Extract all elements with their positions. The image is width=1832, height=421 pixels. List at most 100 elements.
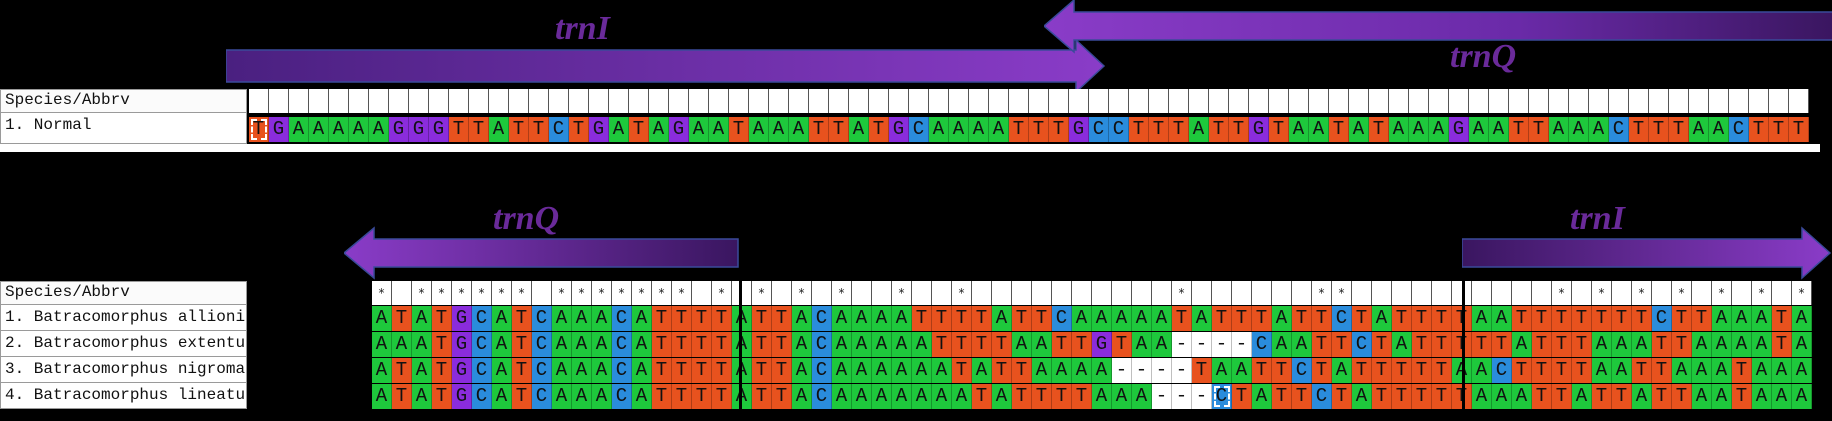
nucleotide-A[interactable]: A [932, 358, 952, 383]
nucleotide-A[interactable]: A [1289, 117, 1309, 142]
nucleotide-A[interactable]: A [1592, 358, 1612, 383]
nucleotide-T[interactable]: T [432, 332, 452, 357]
nucleotide-T[interactable]: T [1052, 332, 1072, 357]
nucleotide-T[interactable]: T [1252, 306, 1272, 331]
nucleotide-T[interactable]: T [992, 332, 1012, 357]
nucleotide-A[interactable]: A [492, 384, 512, 409]
nucleotide-T[interactable]: T [432, 306, 452, 331]
nucleotide-G[interactable]: G [1449, 117, 1469, 142]
nucleotide-T[interactable]: T [1772, 332, 1792, 357]
nucleotide-T[interactable]: T [692, 358, 712, 383]
nucleotide-T[interactable]: T [1372, 358, 1392, 383]
nucleotide-C[interactable]: C [1252, 332, 1272, 357]
nucleotide-A[interactable]: A [892, 384, 912, 409]
nucleotide-T[interactable]: T [1392, 384, 1412, 409]
nucleotide-A[interactable]: A [1469, 117, 1489, 142]
nucleotide-T[interactable]: T [652, 332, 672, 357]
nucleotide-A[interactable]: A [552, 384, 572, 409]
nucleotide-A[interactable]: A [1792, 306, 1812, 331]
nucleotide-T[interactable]: T [1592, 306, 1612, 331]
nucleotide-A[interactable]: A [1592, 332, 1612, 357]
nucleotide-C[interactable]: C [472, 384, 492, 409]
nucleotide-T[interactable]: T [1652, 332, 1672, 357]
nucleotide-T[interactable]: T [952, 358, 972, 383]
nucleotide-T[interactable]: T [1432, 332, 1452, 357]
nucleotide-T[interactable]: T [1352, 358, 1372, 383]
nucleotide-T[interactable]: T [1672, 306, 1692, 331]
nucleotide-T[interactable]: T [1612, 384, 1632, 409]
nucleotide-T[interactable]: T [1312, 306, 1332, 331]
nucleotide-A[interactable]: A [1732, 332, 1752, 357]
nucleotide-T[interactable]: T [972, 332, 992, 357]
nucleotide-A[interactable]: A [892, 358, 912, 383]
nucleotide-A[interactable]: A [1112, 306, 1132, 331]
nucleotide-T[interactable]: T [1232, 384, 1252, 409]
nucleotide-A[interactable]: A [309, 117, 329, 142]
nucleotide-T[interactable]: T [1369, 117, 1389, 142]
nucleotide-A[interactable]: A [552, 358, 572, 383]
nucleotide-T[interactable]: T [512, 306, 532, 331]
nucleotide-T[interactable]: T [1509, 117, 1529, 142]
nucleotide-A[interactable]: A [372, 384, 392, 409]
nucleotide-C[interactable]: C [1052, 306, 1072, 331]
nucleotide-A[interactable]: A [1689, 117, 1709, 142]
nucleotide-T[interactable]: T [392, 384, 412, 409]
nucleotide-C[interactable]: C [1332, 306, 1352, 331]
nucleotide-A[interactable]: A [832, 384, 852, 409]
species-name-lineatus[interactable]: 4. Batracomorphus lineatus [0, 383, 247, 409]
nucleotide-T[interactable]: T [1552, 332, 1572, 357]
nucleotide-A[interactable]: A [1472, 384, 1492, 409]
nucleotide-A[interactable]: A [872, 384, 892, 409]
nucleotide-A[interactable]: A [1752, 306, 1772, 331]
nucleotide-T[interactable]: T [692, 306, 712, 331]
nucleotide-A[interactable]: A [929, 117, 949, 142]
nucleotide-C[interactable]: C [812, 384, 832, 409]
nucleotide-G[interactable]: G [452, 332, 472, 357]
nucleotide-A[interactable]: A [1512, 332, 1532, 357]
nucleotide-A[interactable]: A [949, 117, 969, 142]
nucleotide-T[interactable]: T [1572, 306, 1592, 331]
nucleotide-T[interactable]: T [1572, 358, 1592, 383]
nucleotide-A[interactable]: A [892, 306, 912, 331]
nucleotide-C[interactable]: C [1352, 332, 1372, 357]
nucleotide-A[interactable]: A [1092, 306, 1112, 331]
nucleotide-T[interactable]: T [1772, 306, 1792, 331]
nucleotide-T[interactable]: T [772, 358, 792, 383]
nucleotide-T[interactable]: T [1672, 332, 1692, 357]
nucleotide-A[interactable]: A [992, 384, 1012, 409]
nucleotide-A[interactable]: A [789, 117, 809, 142]
nucleotide-T[interactable]: T [1272, 384, 1292, 409]
nucleotide-A[interactable]: A [572, 384, 592, 409]
nucleotide-T[interactable]: T [1432, 384, 1452, 409]
nucleotide-A[interactable]: A [749, 117, 769, 142]
nucleotide-A[interactable]: A [1192, 306, 1212, 331]
nucleotide-T[interactable]: T [1052, 384, 1072, 409]
nucleotide-A[interactable]: A [1092, 384, 1112, 409]
nucleotide-A[interactable]: A [592, 358, 612, 383]
nucleotide-A[interactable]: A [1709, 117, 1729, 142]
nucleotide-A[interactable]: A [1549, 117, 1569, 142]
nucleotide-T[interactable]: T [772, 384, 792, 409]
nucleotide-A[interactable]: A [1492, 306, 1512, 331]
nucleotide-A[interactable]: A [592, 332, 612, 357]
nucleotide-C[interactable]: C [612, 306, 632, 331]
nucleotide-A[interactable]: A [1132, 306, 1152, 331]
nucleotide-T[interactable]: T [629, 117, 649, 142]
nucleotide-A[interactable]: A [912, 332, 932, 357]
nucleotide-G[interactable]: G [889, 117, 909, 142]
nucleotide-T[interactable]: T [1732, 384, 1752, 409]
nucleotide-A[interactable]: A [1032, 332, 1052, 357]
nucleotide-A[interactable]: A [1772, 358, 1792, 383]
nucleotide-T[interactable]: T [772, 332, 792, 357]
nucleotide-G[interactable]: G [452, 306, 472, 331]
nucleotide-A[interactable]: A [1272, 332, 1292, 357]
nucleotide-A[interactable]: A [732, 306, 752, 331]
nucleotide-T[interactable]: T [1769, 117, 1789, 142]
nucleotide-T[interactable]: T [1032, 384, 1052, 409]
nucleotide-G[interactable]: G [589, 117, 609, 142]
nucleotide-T[interactable]: T [509, 117, 529, 142]
species-name-extentus[interactable]: 2. Batracomorphus extentus [0, 331, 247, 357]
nucleotide-A[interactable]: A [989, 117, 1009, 142]
nucleotide-A[interactable]: A [632, 306, 652, 331]
gap-cell[interactable]: - [1112, 358, 1132, 383]
